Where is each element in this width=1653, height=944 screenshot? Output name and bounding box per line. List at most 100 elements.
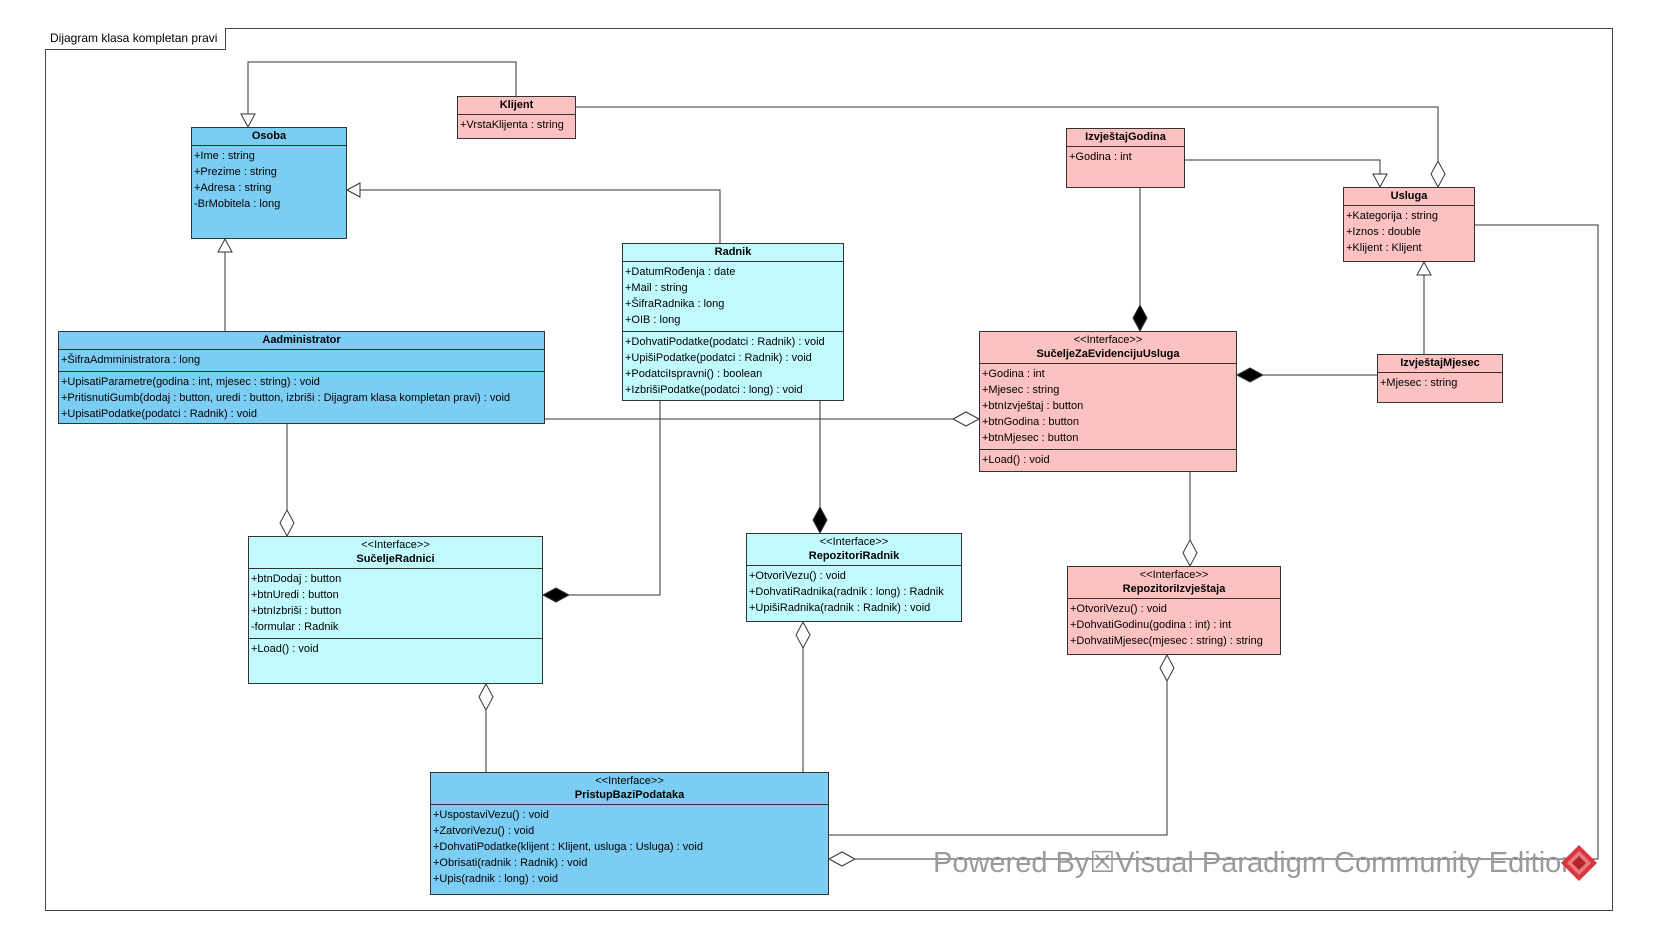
generalization-arrow-icon xyxy=(240,113,256,129)
aggregation-diamond-icon xyxy=(478,682,494,712)
operation: +UpisatiParametre(godina : int, mjesec :… xyxy=(61,376,320,388)
attribute: +Prezime : string xyxy=(194,166,277,178)
attribute: +Ime : string xyxy=(194,150,255,162)
generalization-arrow-icon xyxy=(345,182,361,198)
operation: +Upis(radnik : long) : void xyxy=(433,873,559,885)
class-name: Usluga xyxy=(1390,190,1428,202)
attribute: +btnIzvještaj : button xyxy=(982,400,1084,412)
operation: +IzbrišiPodatke(podatci : long) : void xyxy=(625,384,803,396)
class-osoba[interactable]: Osoba +Ime : string +Prezime : string +A… xyxy=(191,127,347,239)
operation: +ZatvoriVezu() : void xyxy=(433,825,535,837)
attribute: +btnDodaj : button xyxy=(251,573,342,585)
attribute: +ŠifraAdmministratora : long xyxy=(61,354,201,366)
generalization-arrow-icon xyxy=(1372,173,1388,189)
aggregation-klijent-usluga xyxy=(576,106,1439,161)
attribute: -formular : Radnik xyxy=(251,621,339,633)
class-name: PristupBaziPodataka xyxy=(574,789,685,801)
aggregation-diamond-icon xyxy=(1182,538,1198,568)
class-klijent[interactable]: Klijent +VrstaKlijenta : string xyxy=(457,96,576,139)
operation: +UpišiPodatke(podatci : Radnik) : void xyxy=(625,352,812,364)
operation: +OtvoriVezu() : void xyxy=(1070,603,1167,615)
attribute: +ŠifraRadnika : long xyxy=(625,298,725,310)
aggregation-diamond-icon xyxy=(827,851,857,867)
class-name: Radnik xyxy=(714,246,752,258)
aggregation-diamond-icon xyxy=(951,411,981,427)
class-name: IzvještajMjesec xyxy=(1400,357,1480,369)
class-usluga[interactable]: Usluga +Kategorija : string +Iznos : dou… xyxy=(1343,187,1475,262)
watermark-text: Powered By☒Visual Paradigm Community Edi… xyxy=(933,847,1578,879)
stereotype: <<Interface>> xyxy=(819,536,889,548)
operation: +PodatciIspravni() : boolean xyxy=(625,368,763,380)
class-name: Klijent xyxy=(499,99,534,111)
interface-repozitori-radnik[interactable]: <<Interface>> RepozitoriRadnik +OtvoriVe… xyxy=(746,533,962,622)
stereotype: <<Interface>> xyxy=(1073,334,1143,346)
attribute: +Godina : int xyxy=(982,368,1045,380)
attribute: +btnUredi : button xyxy=(251,589,339,601)
class-name: Aadministrator xyxy=(262,334,341,346)
operation: +UspostaviVezu() : void xyxy=(433,809,549,821)
attribute: +Iznos : double xyxy=(1346,226,1421,238)
attribute: +btnMjesec : button xyxy=(982,432,1079,444)
diagram-frame xyxy=(45,28,1613,911)
attribute: +Godina : int xyxy=(1069,151,1132,163)
stereotype: <<Interface>> xyxy=(361,539,430,551)
aggregation-diamond-icon xyxy=(1430,159,1446,189)
aggregation-diamond-icon xyxy=(1159,653,1175,683)
aggregation-usluga-pristup xyxy=(855,224,1599,860)
class-radnik[interactable]: Radnik +DatumRođenja : date +Mail : stri… xyxy=(622,243,844,401)
generalization-radnik-osoba xyxy=(360,189,721,243)
attribute: -BrMobitela : long xyxy=(194,198,281,210)
stereotype: <<Interface>> xyxy=(1139,569,1209,581)
interface-pristup-bazi-podataka[interactable]: <<Interface>> PristupBaziPodataka +Uspos… xyxy=(430,772,829,895)
class-izvjestaj-mjesec[interactable]: IzvještajMjesec +Mjesec : string xyxy=(1377,354,1503,403)
composition-diamond-icon xyxy=(1235,367,1265,383)
class-izvjestaj-godina[interactable]: IzvještajGodina +Godina : int xyxy=(1066,128,1185,188)
operation: +OtvoriVezu() : void xyxy=(749,570,846,582)
operation: +Load() : void xyxy=(251,643,319,655)
class-name: IzvještajGodina xyxy=(1085,131,1166,143)
class-name: Osoba xyxy=(251,130,287,142)
attribute: +Mjesec : string xyxy=(982,384,1060,396)
operation: +PritisnutiGumb(dodaj : button, uredi : … xyxy=(61,392,511,404)
interface-repozitori-izvjestaja[interactable]: <<Interface>> RepozitoriIzvještaja +Otvo… xyxy=(1067,566,1281,655)
operation: +Obrisati(radnik : Radnik) : void xyxy=(433,857,588,869)
operation: +DohvatiPodatke(podatci : Radnik) : void xyxy=(625,336,825,348)
generalization-arrow-icon xyxy=(217,237,233,253)
aggregation-repoizvj-pristup xyxy=(829,681,1168,836)
class-name: RepozitoriIzvještaja xyxy=(1122,583,1226,595)
operation: +DohvatiMjesec(mjesec : string) : string xyxy=(1070,635,1263,647)
interface-sucelje-radnici[interactable]: <<Interface>> SučeljeRadnici +btnDodaj :… xyxy=(248,536,543,684)
generalization-klijent-osoba xyxy=(247,61,517,114)
interface-sucelje-za-evidenciju-usluga[interactable]: <<Interface>> SučeljeZaEvidencijuUsluga … xyxy=(979,331,1237,472)
generalization-izvjgodina-usluga xyxy=(1185,159,1381,174)
attribute: +Mail : string xyxy=(625,282,688,294)
aggregation-diamond-icon xyxy=(279,508,295,538)
class-name: RepozitoriRadnik xyxy=(808,550,900,562)
generalization-arrow-icon xyxy=(1416,260,1432,276)
attribute: +OIB : long xyxy=(625,314,681,326)
operation: +DohvatiPodatke(klijent : Klijent, uslug… xyxy=(433,841,703,853)
attribute: +Mjesec : string xyxy=(1380,377,1458,389)
composition-diamond-icon xyxy=(812,505,828,535)
attribute: +btnIzbriši : button xyxy=(251,605,342,617)
diagram-frame-title: Dijagram klasa kompletan pravi xyxy=(45,28,227,50)
composition-diamond-icon xyxy=(1132,303,1148,333)
visual-paradigm-logo-icon xyxy=(1561,845,1597,881)
attribute: +btnGodina : button xyxy=(982,416,1079,428)
operation: +UpišiRadnika(radnik : Radnik) : void xyxy=(749,602,931,614)
composition-diamond-icon xyxy=(541,587,571,603)
operation: +DohvatiRadnika(radnik : long) : Radnik xyxy=(749,586,944,598)
operation: +Load() : void xyxy=(982,454,1050,466)
attribute: +VrstaKlijenta : string xyxy=(460,119,564,131)
stereotype: <<Interface>> xyxy=(595,775,664,787)
operation: +UpisatiPodatke(podatci : Radnik) : void xyxy=(61,408,257,420)
class-aadministrator[interactable]: Aadministrator +ŠifraAdmministratora : l… xyxy=(58,331,545,424)
aggregation-diamond-icon xyxy=(795,620,811,650)
attribute: +Klijent : Klijent xyxy=(1346,242,1422,254)
attribute: +DatumRođenja : date xyxy=(625,266,736,278)
composition-radnik-sucradnici xyxy=(569,401,661,596)
attribute: +Kategorija : string xyxy=(1346,210,1439,222)
class-name: SučeljeZaEvidencijuUsluga xyxy=(1036,348,1180,360)
